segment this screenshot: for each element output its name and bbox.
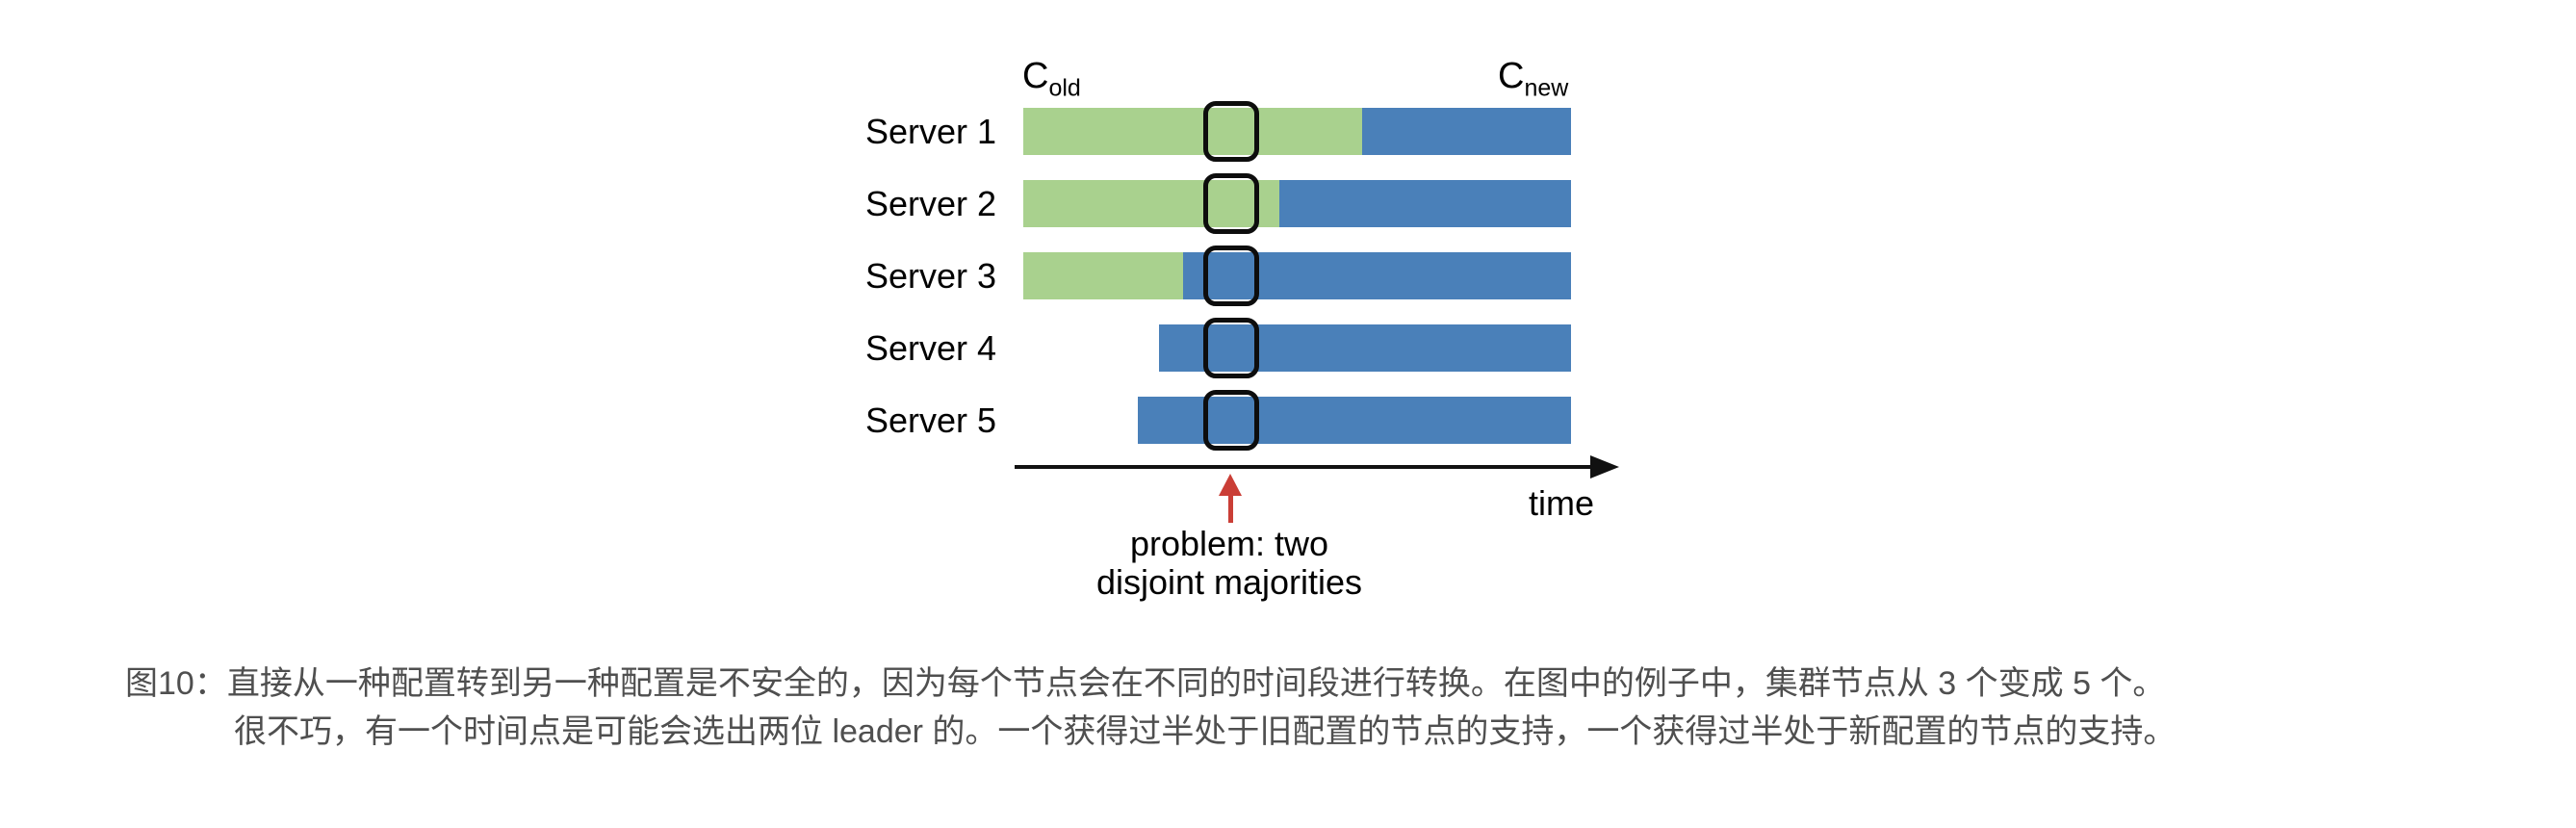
server-label: Server 2 bbox=[864, 183, 996, 223]
problem-arrow-shaft bbox=[1227, 493, 1233, 523]
problem-pointer-arrow-icon bbox=[1219, 474, 1242, 524]
server-timeline-bar bbox=[1138, 397, 1571, 444]
disjoint-majority-marker-box bbox=[1203, 173, 1259, 234]
c-old-base: C bbox=[1022, 56, 1049, 96]
disjoint-majority-marker-box bbox=[1203, 246, 1259, 306]
disjoint-majority-marker-box bbox=[1203, 318, 1259, 378]
old-config-segment bbox=[1023, 252, 1183, 299]
problem-annotation: problem: two disjoint majorities bbox=[1018, 525, 1441, 602]
c-new-base: C bbox=[1498, 56, 1525, 96]
c-new-subscript: new bbox=[1524, 74, 1569, 102]
figure-caption-line2: 很不巧，有一个时间点是可能会选出两位 leader 的。一个获得过半处于旧配置的… bbox=[234, 713, 2177, 750]
problem-annotation-line2: disjoint majorities bbox=[1095, 562, 1363, 602]
time-axis-arrowhead-icon bbox=[1590, 455, 1619, 479]
disjoint-majority-marker-box bbox=[1203, 390, 1259, 451]
new-config-segment bbox=[1183, 252, 1571, 299]
old-config-segment bbox=[1023, 180, 1279, 227]
old-config-segment bbox=[1023, 108, 1362, 155]
new-config-segment bbox=[1279, 180, 1571, 227]
server-timeline-bar bbox=[1023, 252, 1571, 299]
time-axis-label: time bbox=[1528, 483, 1594, 523]
disjoint-majority-marker-box bbox=[1203, 101, 1259, 162]
server-timeline-bar bbox=[1159, 324, 1571, 372]
figure-caption-text1: 直接从一种配置转到另一种配置是不安全的，因为每个节点会在不同的时间段进行转换。在… bbox=[226, 665, 2166, 702]
problem-annotation-line1: problem: two bbox=[1129, 524, 1329, 563]
new-config-segment bbox=[1138, 397, 1571, 444]
server-label: Server 5 bbox=[864, 400, 996, 440]
server-timeline-bar bbox=[1023, 108, 1571, 155]
c-old-subscript: old bbox=[1048, 74, 1081, 102]
figure-caption-label: 图10： bbox=[125, 665, 227, 702]
c-old-label: Cold bbox=[1022, 56, 1081, 100]
server-label: Server 1 bbox=[864, 111, 996, 151]
server-timeline-bar bbox=[1023, 180, 1571, 227]
new-config-segment bbox=[1362, 108, 1571, 155]
new-config-segment bbox=[1159, 324, 1571, 372]
time-axis-line bbox=[1015, 465, 1593, 469]
figure-caption-line1: 图10：直接从一种配置转到另一种配置是不安全的，因为每个节点会在不同的时间段进行… bbox=[125, 660, 2165, 708]
server-label: Server 3 bbox=[864, 255, 996, 296]
c-new-label: Cnew bbox=[1498, 56, 1568, 100]
server-label: Server 4 bbox=[864, 327, 996, 368]
problem-arrowhead bbox=[1219, 474, 1242, 496]
